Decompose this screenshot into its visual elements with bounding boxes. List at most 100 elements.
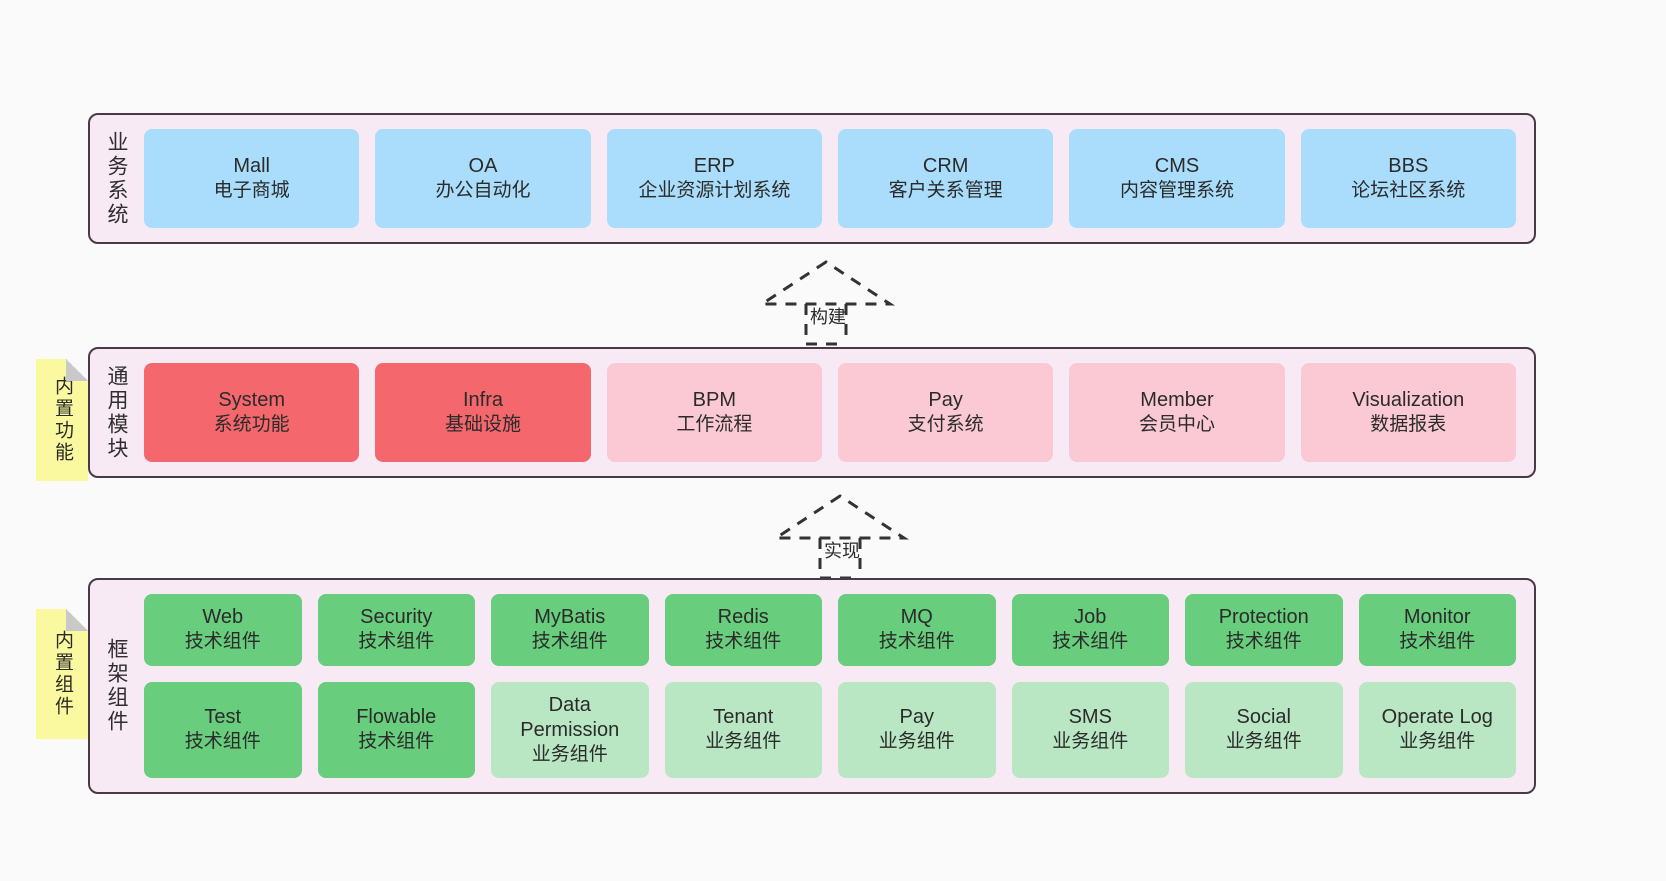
card-title: Security bbox=[360, 606, 433, 629]
card-title: OA bbox=[468, 155, 498, 178]
card-subtitle: 技术组件 bbox=[358, 731, 435, 753]
connector-build-label: 构建 bbox=[810, 307, 846, 327]
card-title: Flowable bbox=[356, 706, 437, 729]
layer-body-business-system: Mall 电子商城 OA 办公自动化 ERP 企业资源计划系统 CRM 客户关系… bbox=[142, 115, 1534, 242]
card-subtitle: 业务组件 bbox=[1225, 731, 1302, 753]
layer-title-common-module: 通用模块 bbox=[105, 364, 129, 461]
card-bpm[interactable]: BPM 工作流程 bbox=[606, 363, 822, 462]
card-title: CMS bbox=[1154, 155, 1200, 178]
card-mq[interactable]: MQ 技术组件 bbox=[838, 594, 996, 666]
layer-body-common-module: System 系统功能 Infra 基础设施 BPM 工作流程 Pay 支付系统… bbox=[142, 349, 1534, 476]
connector-build: 构建 bbox=[756, 258, 898, 346]
sticky-note-label: 内置功能 bbox=[51, 376, 73, 464]
layer-common-module: 通用模块 System 系统功能 Infra 基础设施 BPM 工作流程 Pay… bbox=[88, 347, 1536, 478]
card-mall[interactable]: Mall 电子商城 bbox=[144, 129, 360, 228]
card-subtitle: 业务组件 bbox=[878, 731, 955, 753]
card-flowable[interactable]: Flowable 技术组件 bbox=[317, 681, 475, 778]
card-title: Operate Log bbox=[1381, 706, 1493, 729]
card-erp[interactable]: ERP 企业资源计划系统 bbox=[606, 129, 822, 228]
card-data-permission[interactable]: Data Permission 业务组件 bbox=[491, 681, 649, 778]
card-subtitle: 数据报表 bbox=[1370, 414, 1447, 436]
card-title: Web bbox=[202, 606, 244, 629]
card-title: Redis bbox=[717, 606, 769, 629]
card-title: Protection bbox=[1218, 606, 1309, 629]
card-title: Test bbox=[204, 706, 242, 729]
card-title: Social bbox=[1236, 706, 1291, 729]
card-redis[interactable]: Redis 技术组件 bbox=[664, 594, 822, 666]
card-member[interactable]: Member 会员中心 bbox=[1069, 363, 1285, 462]
connector-implement-arrow-icon bbox=[770, 494, 910, 580]
card-subtitle: 基础设施 bbox=[444, 414, 521, 436]
card-social[interactable]: Social 业务组件 bbox=[1185, 681, 1343, 778]
card-subtitle: 技术组件 bbox=[358, 631, 435, 653]
card-title: BPM bbox=[692, 389, 736, 412]
card-title: Visualization bbox=[1352, 389, 1465, 412]
card-title: Pay bbox=[899, 706, 934, 729]
card-subtitle: 会员中心 bbox=[1138, 414, 1215, 436]
card-subtitle: 内容管理系统 bbox=[1119, 180, 1234, 202]
card-title: System bbox=[218, 389, 285, 412]
card-title: ERP bbox=[693, 155, 735, 178]
card-title: Data Permission bbox=[520, 693, 620, 741]
card-title: MyBatis bbox=[534, 606, 606, 629]
card-mybatis[interactable]: MyBatis 技术组件 bbox=[491, 594, 649, 666]
card-security[interactable]: Security 技术组件 bbox=[317, 594, 475, 666]
card-row: Web 技术组件 Security 技术组件 MyBatis 技术组件 Redi… bbox=[144, 594, 1516, 666]
card-row: System 系统功能 Infra 基础设施 BPM 工作流程 Pay 支付系统… bbox=[144, 363, 1516, 462]
card-visualization[interactable]: Visualization 数据报表 bbox=[1300, 363, 1516, 462]
card-subtitle: 工作流程 bbox=[676, 414, 753, 436]
card-system[interactable]: System 系统功能 bbox=[144, 363, 360, 462]
card-title: BBS bbox=[1388, 155, 1429, 178]
card-oa[interactable]: OA 办公自动化 bbox=[375, 129, 591, 228]
card-subtitle: 论坛社区系统 bbox=[1351, 180, 1466, 202]
card-protection[interactable]: Protection 技术组件 bbox=[1185, 594, 1343, 666]
layer-business-system: 业务系统 Mall 电子商城 OA 办公自动化 ERP 企业资源计划系统 CRM… bbox=[88, 113, 1536, 244]
card-test[interactable]: Test 技术组件 bbox=[144, 681, 302, 778]
layer-title-business-system: 业务系统 bbox=[105, 130, 129, 227]
card-pay-component[interactable]: Pay 业务组件 bbox=[838, 681, 996, 778]
card-subtitle: 电子商城 bbox=[213, 180, 290, 202]
card-row: Test 技术组件 Flowable 技术组件 Data Permission … bbox=[144, 681, 1516, 778]
card-subtitle: 技术组件 bbox=[1225, 631, 1302, 653]
card-pay-module[interactable]: Pay 支付系统 bbox=[837, 363, 1054, 462]
card-monitor[interactable]: Monitor 技术组件 bbox=[1358, 594, 1516, 666]
connector-build-arrow-icon bbox=[756, 260, 896, 346]
card-subtitle: 业务组件 bbox=[1399, 731, 1476, 753]
card-operate-log[interactable]: Operate Log 业务组件 bbox=[1358, 681, 1516, 778]
card-row: Mall 电子商城 OA 办公自动化 ERP 企业资源计划系统 CRM 客户关系… bbox=[144, 129, 1516, 228]
card-subtitle: 业务组件 bbox=[1052, 731, 1129, 753]
layer-framework-component: 框架组件 Web 技术组件 Security 技术组件 MyBatis 技术组件… bbox=[88, 578, 1536, 794]
card-subtitle: 办公自动化 bbox=[435, 180, 531, 202]
sticky-note-builtin-function: 内置功能 bbox=[36, 359, 88, 481]
card-subtitle: 技术组件 bbox=[184, 631, 261, 653]
card-title: Infra bbox=[462, 389, 503, 412]
card-subtitle: 客户关系管理 bbox=[888, 180, 1003, 202]
connector-implement-label: 实现 bbox=[824, 541, 860, 561]
card-subtitle: 技术组件 bbox=[878, 631, 955, 653]
layer-body-framework-component: Web 技术组件 Security 技术组件 MyBatis 技术组件 Redi… bbox=[142, 580, 1534, 792]
card-title: SMS bbox=[1068, 706, 1112, 729]
sticky-note-label: 内置组件 bbox=[51, 630, 73, 718]
card-title: Monitor bbox=[1403, 606, 1471, 629]
card-bbs[interactable]: BBS 论坛社区系统 bbox=[1300, 129, 1516, 228]
sticky-note-builtin-component: 内置组件 bbox=[36, 609, 88, 739]
card-title: Member bbox=[1140, 389, 1214, 412]
card-cms[interactable]: CMS 内容管理系统 bbox=[1069, 129, 1285, 228]
card-subtitle: 业务组件 bbox=[705, 731, 782, 753]
card-tenant[interactable]: Tenant 业务组件 bbox=[664, 681, 822, 778]
card-subtitle: 系统功能 bbox=[213, 414, 290, 436]
card-title: Pay bbox=[928, 389, 963, 412]
card-subtitle: 技术组件 bbox=[1399, 631, 1476, 653]
card-subtitle: 技术组件 bbox=[531, 631, 608, 653]
card-title: Job bbox=[1074, 606, 1107, 629]
card-title: MQ bbox=[900, 606, 933, 629]
card-crm[interactable]: CRM 客户关系管理 bbox=[837, 129, 1054, 228]
card-web[interactable]: Web 技术组件 bbox=[144, 594, 302, 666]
card-title: Tenant bbox=[713, 706, 774, 729]
card-title: Mall bbox=[233, 155, 270, 178]
card-sms[interactable]: SMS 业务组件 bbox=[1011, 681, 1169, 778]
card-subtitle: 企业资源计划系统 bbox=[638, 180, 791, 202]
card-job[interactable]: Job 技术组件 bbox=[1011, 594, 1169, 666]
card-infra[interactable]: Infra 基础设施 bbox=[375, 363, 591, 462]
